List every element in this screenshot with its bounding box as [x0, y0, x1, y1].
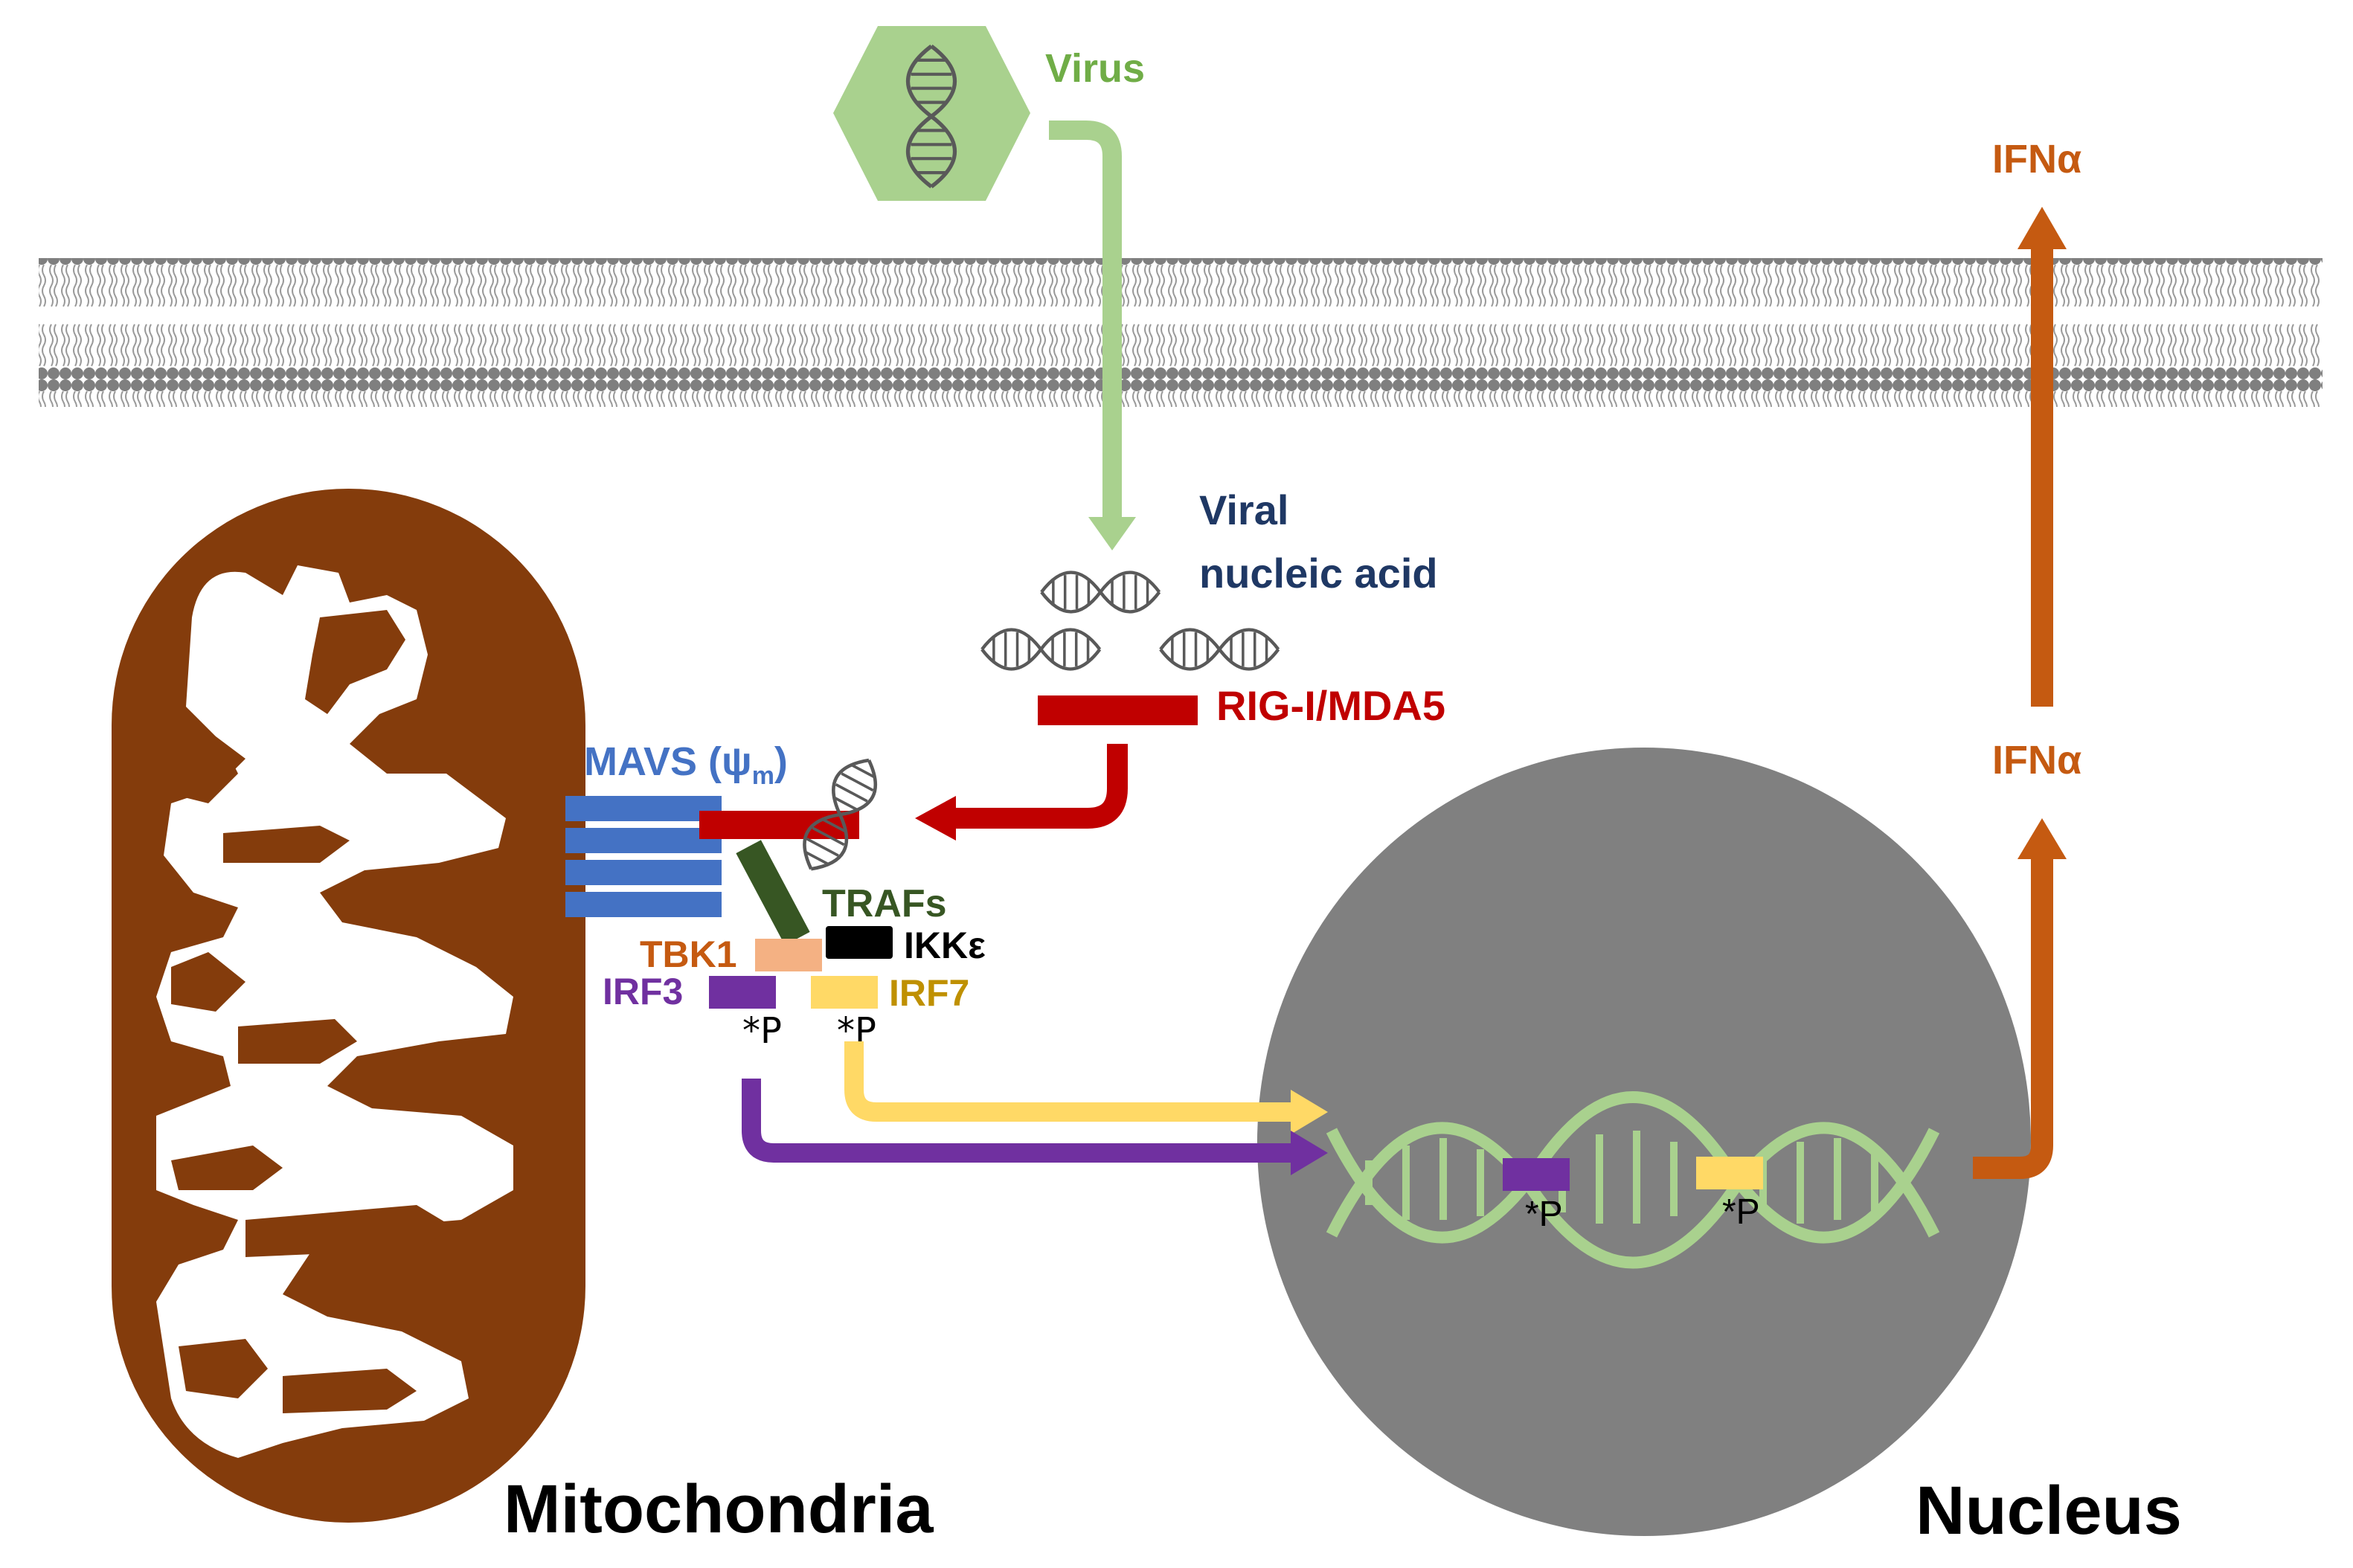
ikke-block [826, 926, 893, 959]
irf7-label: IRF7 [889, 972, 969, 1014]
irf7-nuclear-arrow [844, 1041, 1328, 1134]
nucleus [1257, 748, 2031, 1536]
irf3-label: IRF3 [603, 971, 683, 1012]
mitochondria-label: Mitochondria [504, 1471, 934, 1547]
nuclear-irf7-block [1696, 1157, 1763, 1189]
cell-membrane [39, 258, 2322, 407]
virus-particle [833, 26, 1030, 201]
irf3-block [709, 976, 776, 1009]
tbk1-label: TBK1 [640, 934, 737, 975]
tbk1-block [755, 939, 822, 971]
virus-entry-arrow [1049, 121, 1136, 550]
rig-mda5-receptor [1038, 695, 1198, 725]
virus-label: Virus [1045, 46, 1145, 91]
viral-dna-icon-1 [1041, 573, 1159, 612]
mavs-label: MAVS (ψm) [584, 739, 788, 790]
trafs-label: TRAFs [822, 882, 947, 925]
traf-block [736, 840, 810, 945]
ifna-secretion-arrow [2017, 207, 2067, 707]
nuclear-irf7-phospho-label: *P [1722, 1192, 1760, 1232]
ifna-label-top: IFNα [1992, 137, 2081, 181]
mavs-subscript: m [752, 762, 774, 790]
viral-dna-icon-2 [982, 630, 1100, 669]
ifna-label-mid: IFNα [1992, 738, 2081, 783]
ikke-label: IKKε [904, 925, 986, 966]
irf3-phospho-label: *P [742, 1010, 782, 1052]
rig-to-mavs-arrow [915, 744, 1128, 841]
nuclear-irf3-block [1503, 1158, 1570, 1191]
irf7-block [811, 976, 878, 1009]
mavs-bars [565, 796, 722, 917]
rig-mda5-label: RIG-I/MDA5 [1216, 682, 1445, 729]
viral-nucleic-acid-label-line1: Viral [1199, 486, 1288, 533]
viral-nucleic-acid-label-line2: nucleic acid [1199, 550, 1438, 597]
irf3-nuclear-arrow [742, 1079, 1328, 1175]
nuclear-irf3-phospho-label: *P [1525, 1195, 1563, 1234]
mitochondria [112, 489, 585, 1523]
ifna-output-arrow [1973, 818, 2067, 1179]
viral-dna-icon-3 [1161, 630, 1278, 669]
mavs-close-paren: ) [774, 739, 788, 784]
nucleus-label: Nucleus [1916, 1473, 2182, 1549]
